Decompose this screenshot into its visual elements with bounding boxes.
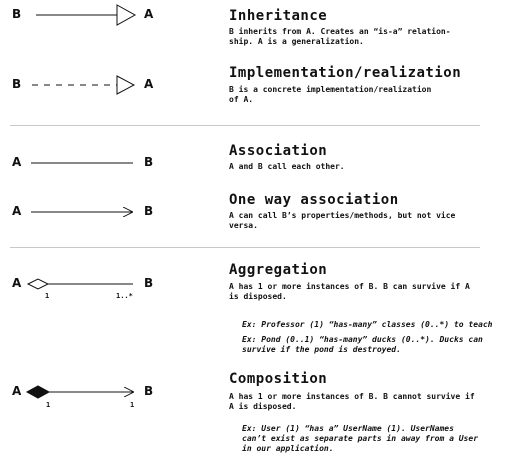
composition-connector <box>25 385 134 399</box>
implementation-left-label: B <box>12 77 22 91</box>
implementation-right-label: A <box>144 77 154 91</box>
one-way-association-title: One way association <box>229 192 399 208</box>
aggregation-example-2: Ex: Pond (0..1) “has-many” ducks (0..*).… <box>242 335 483 354</box>
inheritance-connector <box>36 4 137 26</box>
composition-multiplicity-left: 1 <box>46 401 51 409</box>
composition-multiplicity-right: 1 <box>130 401 135 409</box>
composition-description: A has 1 or more instances of B. B cannot… <box>229 392 475 411</box>
composition-left-label: A <box>12 384 22 398</box>
inheritance-right-label: A <box>144 7 154 21</box>
aggregation-multiplicity-left: 1 <box>45 292 50 300</box>
aggregation-diamond <box>26 278 50 290</box>
association-description: A and B call each other. <box>229 162 345 171</box>
association-right-label: B <box>144 155 154 169</box>
aggregation-multiplicity-right: 1..* <box>116 292 133 300</box>
composition-right-label: B <box>144 384 154 398</box>
one-way-left-label: A <box>12 204 22 218</box>
aggregation-example-1: Ex: Professor (1) “has-many” classes (0.… <box>242 320 493 329</box>
aggregation-connector <box>26 278 133 290</box>
aggregation-left-label: A <box>12 276 22 290</box>
separator-2 <box>10 247 480 248</box>
aggregation-title: Aggregation <box>229 262 328 278</box>
separator-1 <box>10 125 480 126</box>
composition-title: Composition <box>229 371 328 387</box>
implementation-title: Implementation/realization <box>229 65 462 81</box>
implementation-triangle <box>116 75 136 95</box>
inheritance-title: Inheritance <box>229 8 328 24</box>
aggregation-description: A has 1 or more instances of B. B can su… <box>229 282 470 301</box>
implementation-description: B is a concrete implementation/realizati… <box>229 85 432 104</box>
composition-example: Ex: User (1) “has a” UserName (1). UserN… <box>242 424 479 453</box>
composition-diamond <box>25 385 51 399</box>
one-way-right-label: B <box>144 204 154 218</box>
inheritance-left-label: B <box>12 7 22 21</box>
aggregation-right-label: B <box>144 276 154 290</box>
implementation-connector <box>32 75 136 95</box>
inheritance-triangle <box>116 4 137 26</box>
inheritance-description: B inherits from A. Creates an “is-a” rel… <box>229 27 451 46</box>
association-left-label: A <box>12 155 22 169</box>
association-title: Association <box>229 143 328 159</box>
one-way-association-description: A can call B’s properties/methods, but n… <box>229 211 456 230</box>
